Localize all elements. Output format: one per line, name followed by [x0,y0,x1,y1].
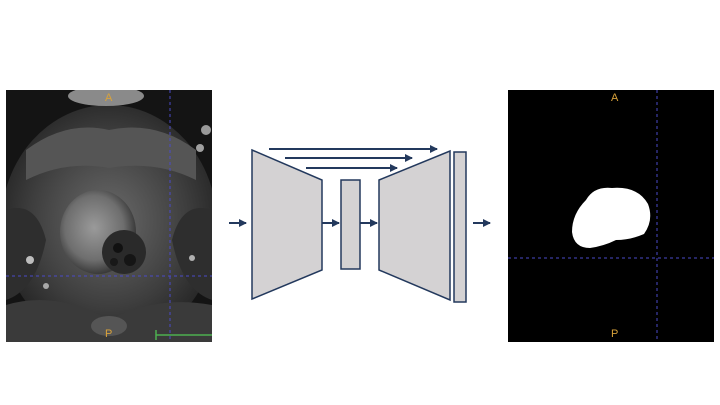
orientation-label-posterior: P [611,328,619,340]
orientation-label-anterior: A [611,92,619,104]
bottleneck-block [340,179,361,270]
output-layer-block [453,151,467,303]
orientation-label-anterior: A [105,92,113,104]
mri-scan-graphic [6,90,212,342]
prostate-mask-region [572,187,651,248]
encoder-block [251,148,323,301]
output-segmentation-mask: A P [508,90,714,342]
input-mri-image: A P [6,90,212,342]
decoder-block [378,149,451,302]
orientation-label-posterior: P [105,328,113,340]
mask-graphic [508,90,714,342]
